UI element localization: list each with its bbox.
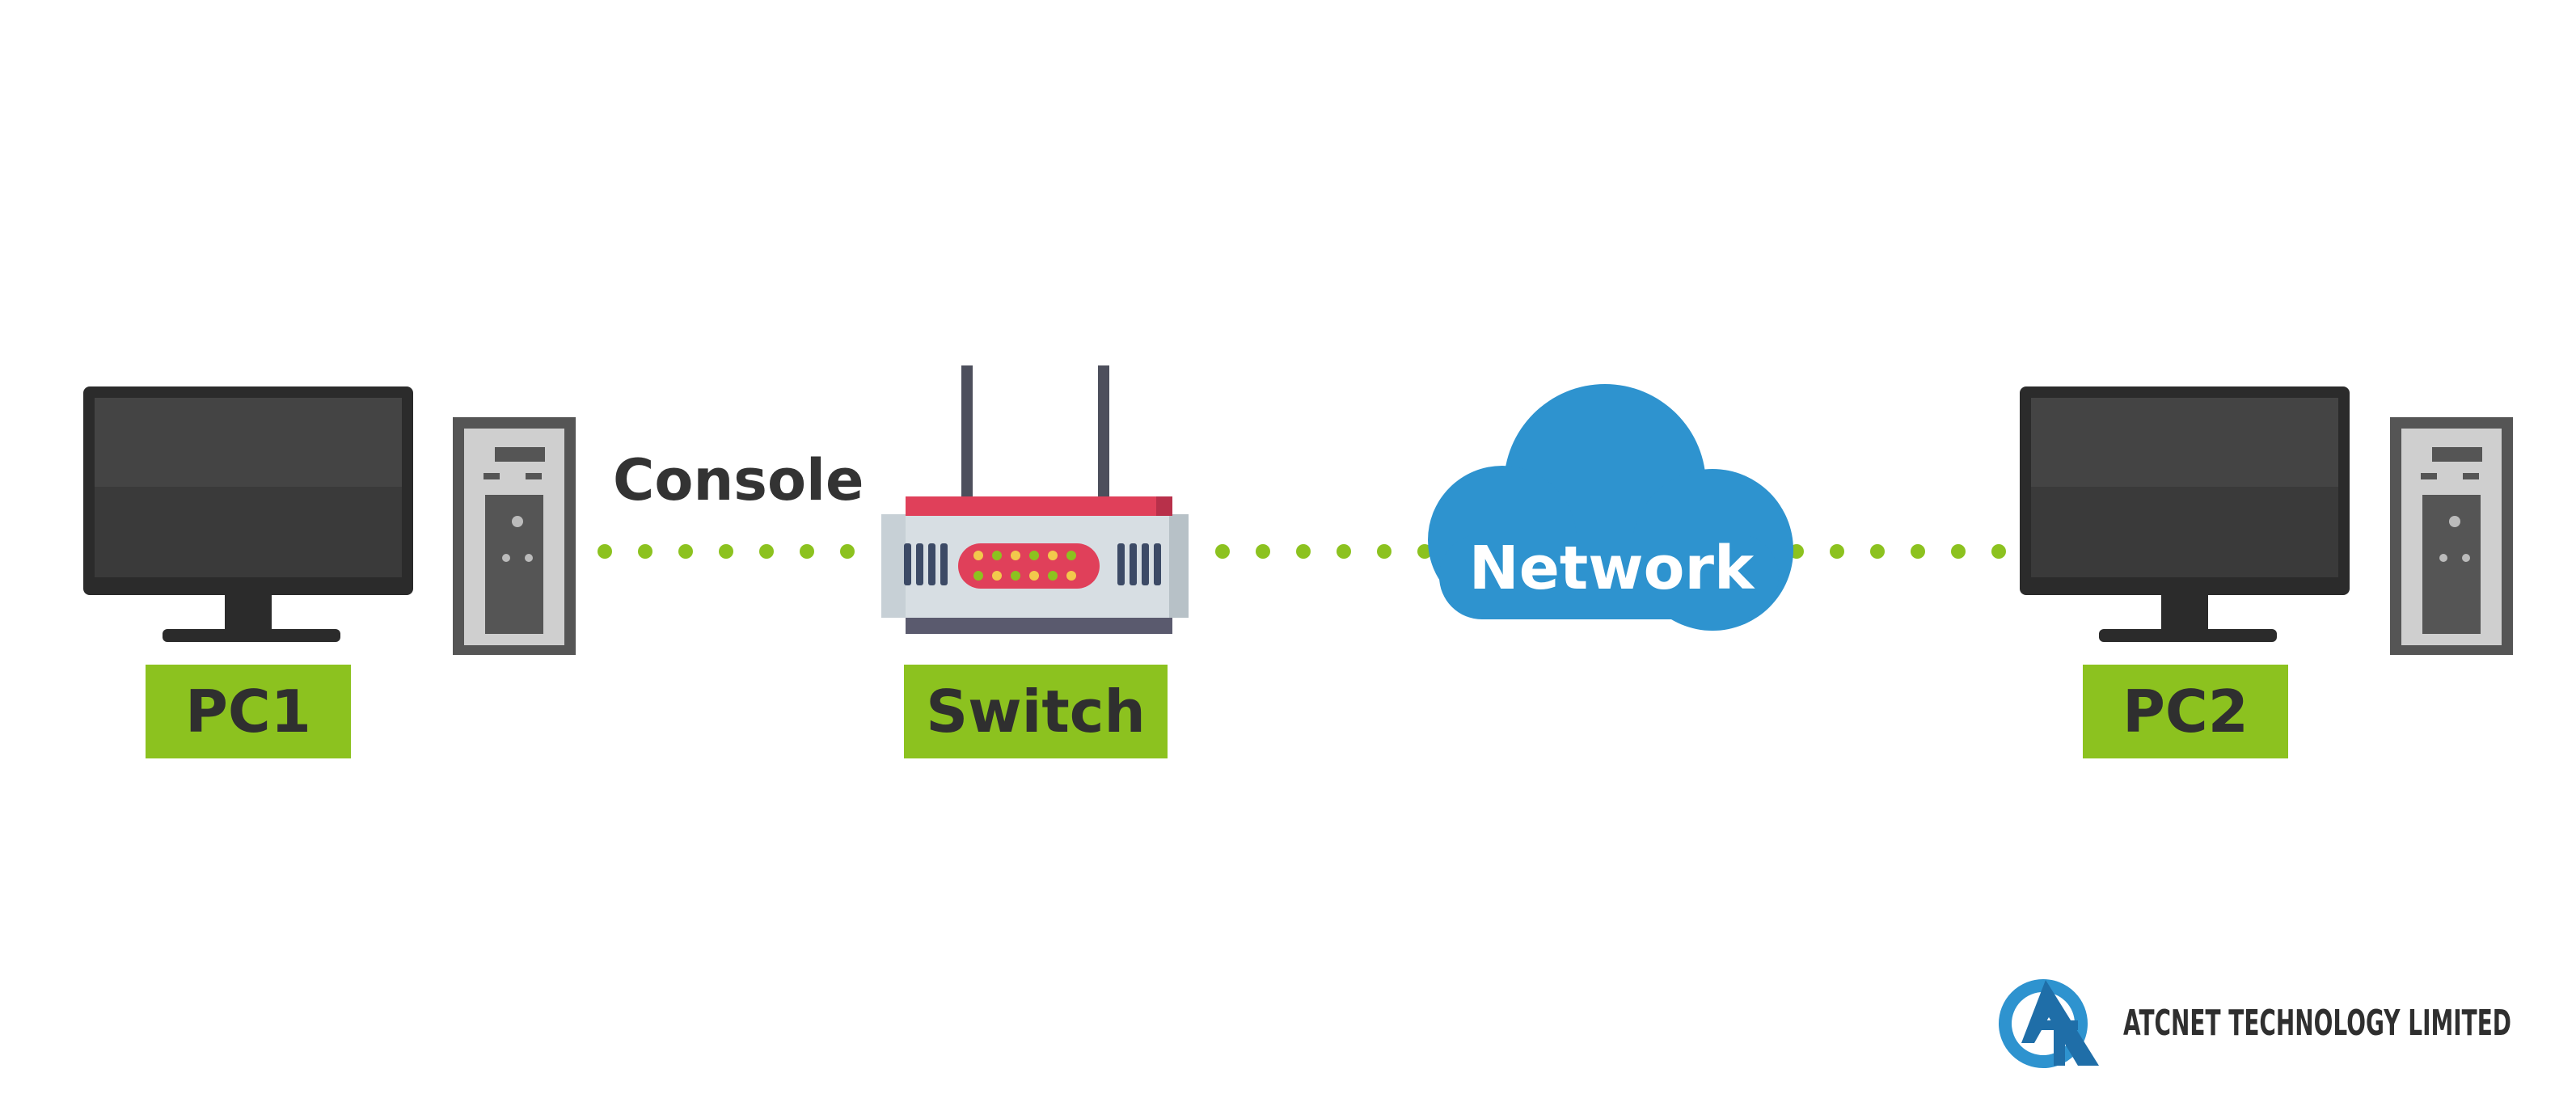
network-label: Network (1469, 534, 1755, 603)
computer-tower-icon (453, 417, 576, 655)
link-switch-network (1215, 544, 1432, 559)
link-dot (678, 544, 693, 559)
pc2-label: PC2 (2122, 678, 2249, 745)
switch-label-box (904, 665, 1168, 758)
link-network-pc2 (1789, 544, 2006, 559)
link-dot (719, 544, 733, 559)
pc1-node: PC1 (83, 386, 576, 758)
link-pc1-switch (598, 544, 855, 559)
pc2-label-box (2083, 665, 2288, 758)
pc2-node: PC2 (2020, 386, 2513, 758)
computer-tower-icon (2390, 417, 2513, 655)
branding: ATCNET TECHNOLOGY LIMITED (1999, 979, 2511, 1068)
switch-node: Switch (881, 365, 1189, 758)
link-dot (638, 544, 652, 559)
link-dot (598, 544, 612, 559)
switch-label: Switch (926, 678, 1145, 745)
link-dot (1991, 544, 2006, 559)
link-dot (1215, 544, 1230, 559)
link-label-console: Console (613, 447, 864, 513)
link-dot (840, 544, 855, 559)
link-dot (1296, 544, 1311, 559)
link-dot (1337, 544, 1351, 559)
link-dot (1377, 544, 1391, 559)
link-dot (800, 544, 814, 559)
company-name: ATCNET TECHNOLOGY LIMITED (2123, 1003, 2511, 1044)
switch-router-icon (881, 365, 1189, 634)
link-dot (759, 544, 774, 559)
monitor-icon (2020, 386, 2350, 642)
link-dot (1256, 544, 1270, 559)
atcnet-logo-icon (1999, 979, 2099, 1068)
pc1-label: PC1 (185, 678, 311, 745)
monitor-icon (83, 386, 413, 642)
link-dot (1830, 544, 1844, 559)
status-led-icons (973, 551, 1076, 581)
link-dot (1911, 544, 1925, 559)
network-node: Network (1428, 384, 1793, 631)
pc1-label-box (146, 665, 351, 758)
cloud-icon (1428, 384, 1793, 631)
port-vent-icons (904, 543, 1161, 585)
link-dot (1870, 544, 1885, 559)
link-dot (1951, 544, 1966, 559)
